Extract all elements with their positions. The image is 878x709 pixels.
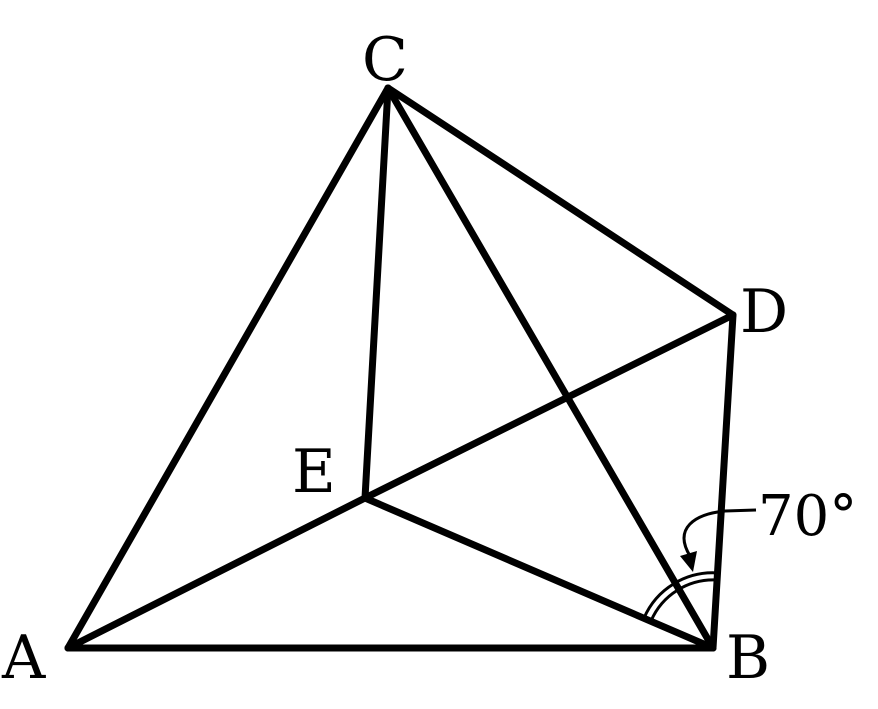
label-d: D — [740, 277, 788, 347]
arrowhead-icon — [680, 551, 697, 572]
segment-eb — [361, 494, 717, 652]
label-c: C — [362, 25, 408, 95]
segment-cd — [384, 84, 737, 319]
segment-db — [709, 311, 737, 652]
label-e: E — [292, 437, 336, 507]
label-a: A — [1, 623, 46, 693]
angle-label: 70° — [758, 484, 857, 549]
label-b: B — [726, 623, 770, 693]
angle-marker — [642, 508, 757, 622]
segment-ed — [361, 311, 737, 502]
segment-ae — [64, 494, 369, 652]
angle-pointer-arrow — [682, 508, 757, 557]
segment-ac — [64, 84, 392, 652]
segment-ce — [361, 84, 392, 502]
segment-cb — [384, 84, 717, 652]
